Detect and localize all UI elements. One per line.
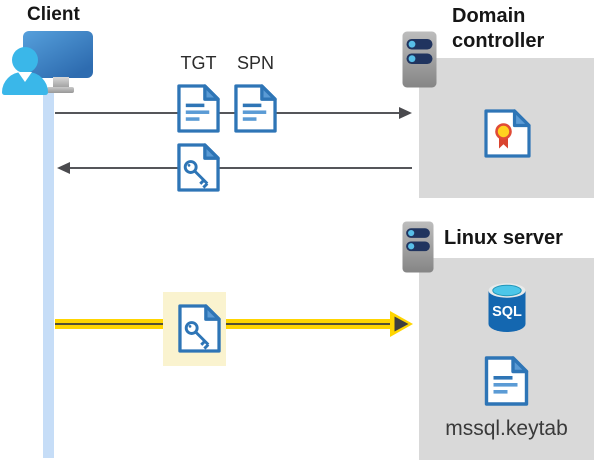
monitor-base-icon	[47, 87, 74, 93]
domain-controller-server-icon	[402, 31, 437, 88]
linux-server-icon	[402, 221, 434, 273]
request-arrowhead-icon	[399, 107, 412, 119]
client-device-icon	[2, 31, 94, 95]
tgt-document-icon	[177, 84, 220, 133]
response-arrow	[57, 162, 412, 174]
session-key-document-icon	[178, 304, 221, 353]
domain-controller-label: Domain controller	[452, 5, 545, 52]
sql-text-label: SQL	[492, 304, 522, 320]
spn-label: SPN	[236, 53, 274, 73]
user-collar-icon	[18, 72, 32, 82]
client-lifeline	[43, 92, 54, 458]
ticket-key-document-icon	[177, 143, 220, 192]
response-arrowhead-icon	[57, 162, 70, 174]
client-label: Client	[27, 4, 80, 25]
sql-database-icon: SQL	[488, 283, 526, 332]
user-head-icon	[12, 47, 38, 73]
keytab-filename-label: mssql.keytab	[445, 417, 568, 440]
yellow-arrowhead-inner-icon	[394, 316, 409, 332]
user-body-icon	[2, 72, 48, 95]
spn-document-icon	[234, 84, 277, 133]
linux-server-label: Linux server	[444, 227, 563, 249]
tgt-label: TGT	[180, 53, 217, 73]
certificate-document-icon	[484, 109, 531, 158]
session-ticket-arrow	[55, 311, 413, 337]
monitor-stand-icon	[53, 77, 69, 88]
keytab-document-icon	[484, 356, 529, 406]
yellow-arrowhead-icon	[390, 311, 413, 337]
